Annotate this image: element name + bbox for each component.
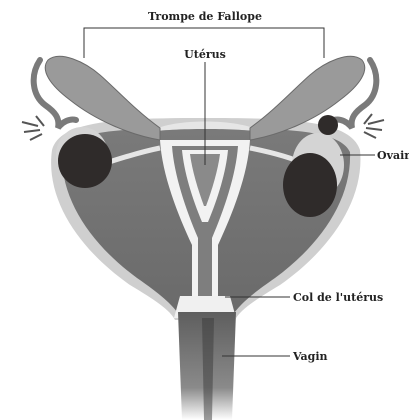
fimbriae-left (22, 116, 44, 140)
ovary-label: Ovaire (377, 149, 409, 162)
fallopian-tube-label: Trompe de Fallope (148, 10, 262, 23)
vagina-label: Vagin (292, 350, 328, 363)
cervix-label: Col de l'utérus (293, 291, 383, 304)
mass-right (283, 153, 337, 217)
mass-right-small (318, 115, 338, 135)
fimbriae-right (364, 114, 384, 138)
vaginal-canal (202, 318, 214, 420)
mass-left (58, 134, 112, 188)
uterus-label: Utérus (184, 48, 226, 61)
